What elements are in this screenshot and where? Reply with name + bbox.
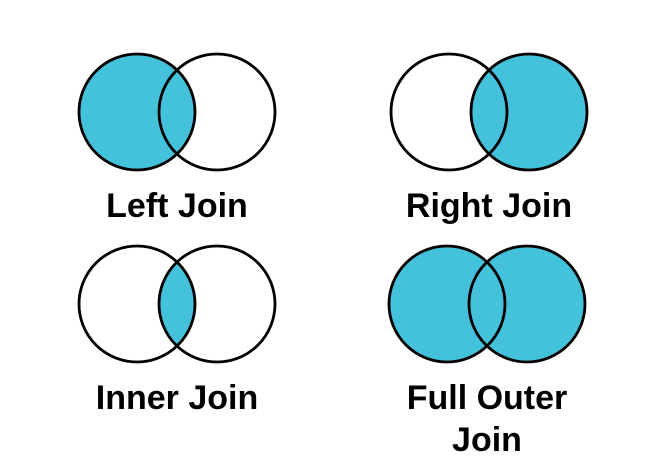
left-join-right-circle-outline — [157, 52, 277, 172]
right-join-label: Right Join — [405, 187, 573, 225]
inner-join-right-circle-outline — [157, 244, 277, 364]
left-join-venn-graphic — [77, 52, 277, 172]
full-outer-join-label: Full Outer Join — [406, 379, 568, 460]
inner-join-left-circle-outline — [77, 244, 197, 364]
full-outer-join-right-circle-outline — [467, 244, 587, 364]
inner-join-venn-graphic — [77, 244, 277, 364]
right-join-left-circle-outline — [389, 52, 509, 172]
inner-join-label: Inner Join — [95, 379, 259, 417]
right-join-right-circle-outline — [469, 52, 589, 172]
right-join-venn-graphic — [389, 52, 589, 172]
venn-diagram-inner-join: Inner Join — [59, 240, 295, 419]
left-join-left-circle-outline — [77, 52, 197, 172]
venn-diagram-full-outer-join: Full Outer Join — [369, 240, 605, 461]
venn-diagram-right-join: Right Join — [371, 48, 607, 227]
venn-diagram-left-join: Left Join — [59, 48, 295, 227]
left-join-label: Left Join — [106, 187, 248, 225]
full-outer-join-left-circle-outline — [387, 244, 507, 364]
full-outer-join-venn-graphic — [387, 244, 587, 364]
